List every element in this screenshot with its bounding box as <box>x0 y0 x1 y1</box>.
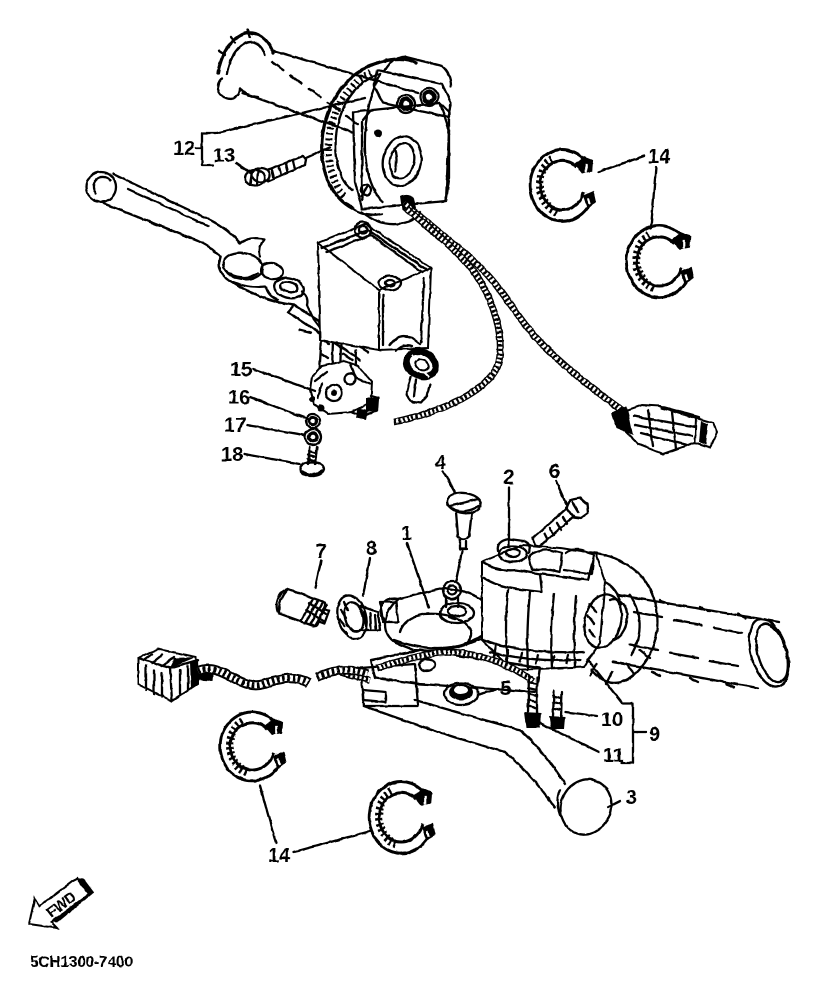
svg-text:7: 7 <box>316 541 327 563</box>
svg-text:16: 16 <box>228 387 250 409</box>
svg-text:1: 1 <box>401 523 412 545</box>
svg-text:5: 5 <box>500 678 511 700</box>
svg-text:5CH1300-7400: 5CH1300-7400 <box>30 954 133 971</box>
svg-text:9: 9 <box>649 724 660 746</box>
svg-text:2: 2 <box>503 467 514 489</box>
svg-text:14: 14 <box>268 845 291 867</box>
svg-text:12: 12 <box>173 138 195 160</box>
svg-text:17: 17 <box>224 415 246 437</box>
svg-text:15: 15 <box>230 359 252 381</box>
svg-text:18: 18 <box>221 444 243 466</box>
svg-text:6: 6 <box>549 461 560 483</box>
svg-text:3: 3 <box>626 787 637 809</box>
svg-text:14: 14 <box>648 146 671 168</box>
svg-text:10: 10 <box>601 709 623 731</box>
svg-text:11: 11 <box>603 745 624 767</box>
svg-text:4: 4 <box>435 452 447 474</box>
svg-text:13: 13 <box>213 145 235 167</box>
svg-text:8: 8 <box>366 538 377 560</box>
